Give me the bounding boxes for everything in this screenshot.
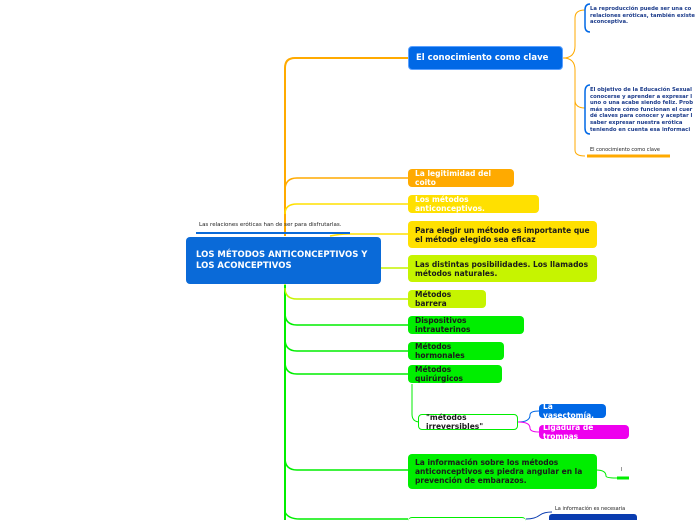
branch-legitimidad[interactable]: La legitimidad del coito bbox=[408, 169, 514, 187]
note-objetivo: El objetivo de la Educación Sexual conoc… bbox=[590, 87, 693, 133]
branch-hormonales[interactable]: Métodos hormonales bbox=[408, 342, 504, 360]
info-necesaria-label: La información es necesaria bbox=[555, 506, 626, 512]
branch-barrera[interactable]: Métodos barrera bbox=[408, 290, 486, 308]
branch-hormonales-label: Métodos hormonales bbox=[415, 342, 465, 360]
branch-informacion-label: La información sobre los métodos anticon… bbox=[415, 458, 583, 485]
root-title: LOS MÉTODOS ANTICONCEPTIVOS Y LOS ACONCE… bbox=[196, 249, 368, 271]
branch-posibilidades-label: Las distintas posibilidades. Los llamado… bbox=[415, 259, 589, 278]
root-node[interactable]: LOS MÉTODOS ANTICONCEPTIVOS Y LOS ACONCE… bbox=[186, 237, 381, 284]
branch-metodos-anticonceptivos[interactable]: Los métodos anticonceptivos. bbox=[408, 195, 539, 213]
branch-metodos-anticonceptivos-label: Los métodos anticonceptivos. bbox=[415, 195, 485, 213]
root-note: Las relaciones eróticas han de ser para … bbox=[199, 222, 342, 228]
branch-informacion[interactable]: La información sobre los métodos anticon… bbox=[408, 454, 597, 489]
branch-quirurgicos[interactable]: Métodos quirúrgicos bbox=[408, 365, 502, 383]
branch-vasectomia[interactable]: La vasectomía. bbox=[539, 402, 606, 420]
branch-vasectomia-label: La vasectomía. bbox=[543, 402, 594, 420]
branch-dispositivos-label: Dispositivos intrauterinos bbox=[415, 316, 471, 334]
branch-irreversibles-label: "métodos irreversibles" bbox=[426, 413, 484, 431]
branch-ligadura-label: Ligadura de trompas bbox=[543, 423, 594, 441]
branch-elegir[interactable]: Para elegir un método es importante que … bbox=[408, 221, 597, 248]
branch-dispositivos[interactable]: Dispositivos intrauterinos bbox=[408, 316, 524, 334]
info-small-label: l bbox=[621, 467, 623, 473]
branch-elegir-label: Para elegir un método es importante que … bbox=[415, 225, 590, 244]
branch-irreversibles[interactable]: "métodos irreversibles" bbox=[418, 413, 518, 431]
branch-bottom-partial[interactable] bbox=[408, 517, 526, 524]
branch-conocimiento[interactable]: El conocimiento como clave bbox=[408, 46, 563, 70]
branch-posibilidades[interactable]: Las distintas posibilidades. Los llamado… bbox=[408, 255, 597, 282]
branch-ligadura[interactable]: Ligadura de trompas bbox=[539, 423, 629, 441]
branch-quirurgicos-label: Métodos quirúrgicos bbox=[415, 365, 464, 383]
branch-barrera-label: Métodos barrera bbox=[415, 290, 452, 308]
branch-legitimidad-label: La legitimidad del coito bbox=[415, 169, 492, 187]
info-necesaria-node[interactable] bbox=[549, 514, 637, 520]
note-conocimiento-label: El conocimiento como clave bbox=[590, 147, 660, 153]
note-reproduccion: La reproducción puede ser una co relacio… bbox=[590, 6, 696, 26]
branch-conocimiento-label: El conocimiento como clave bbox=[416, 52, 549, 63]
